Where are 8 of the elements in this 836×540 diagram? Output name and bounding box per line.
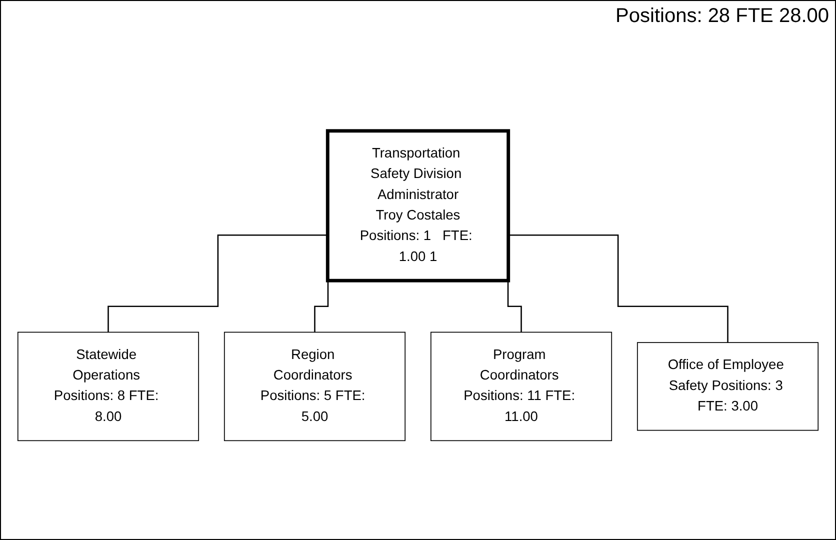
- node-box: Transportation Safety Division Administrator Troy Costales Positions: 1 FTE: 1.00 1: [326, 129, 510, 283]
- connector: [508, 234, 728, 344]
- node-box: Program Coordinators Positions: 11 FTE: 11.00: [430, 332, 612, 442]
- node-box: Statewide Operations Positions: 8 FTE: 8.00: [17, 332, 200, 442]
- node-box: Region Coordinators Positions: 5 FTE: 5.00: [224, 332, 406, 442]
- node-box: Office of Employee Safety Positions: 3 FTE: 3.00: [636, 342, 819, 431]
- connector: [108, 234, 328, 334]
- total-note: Positions: 28 FTE 28.00: [616, 5, 829, 28]
